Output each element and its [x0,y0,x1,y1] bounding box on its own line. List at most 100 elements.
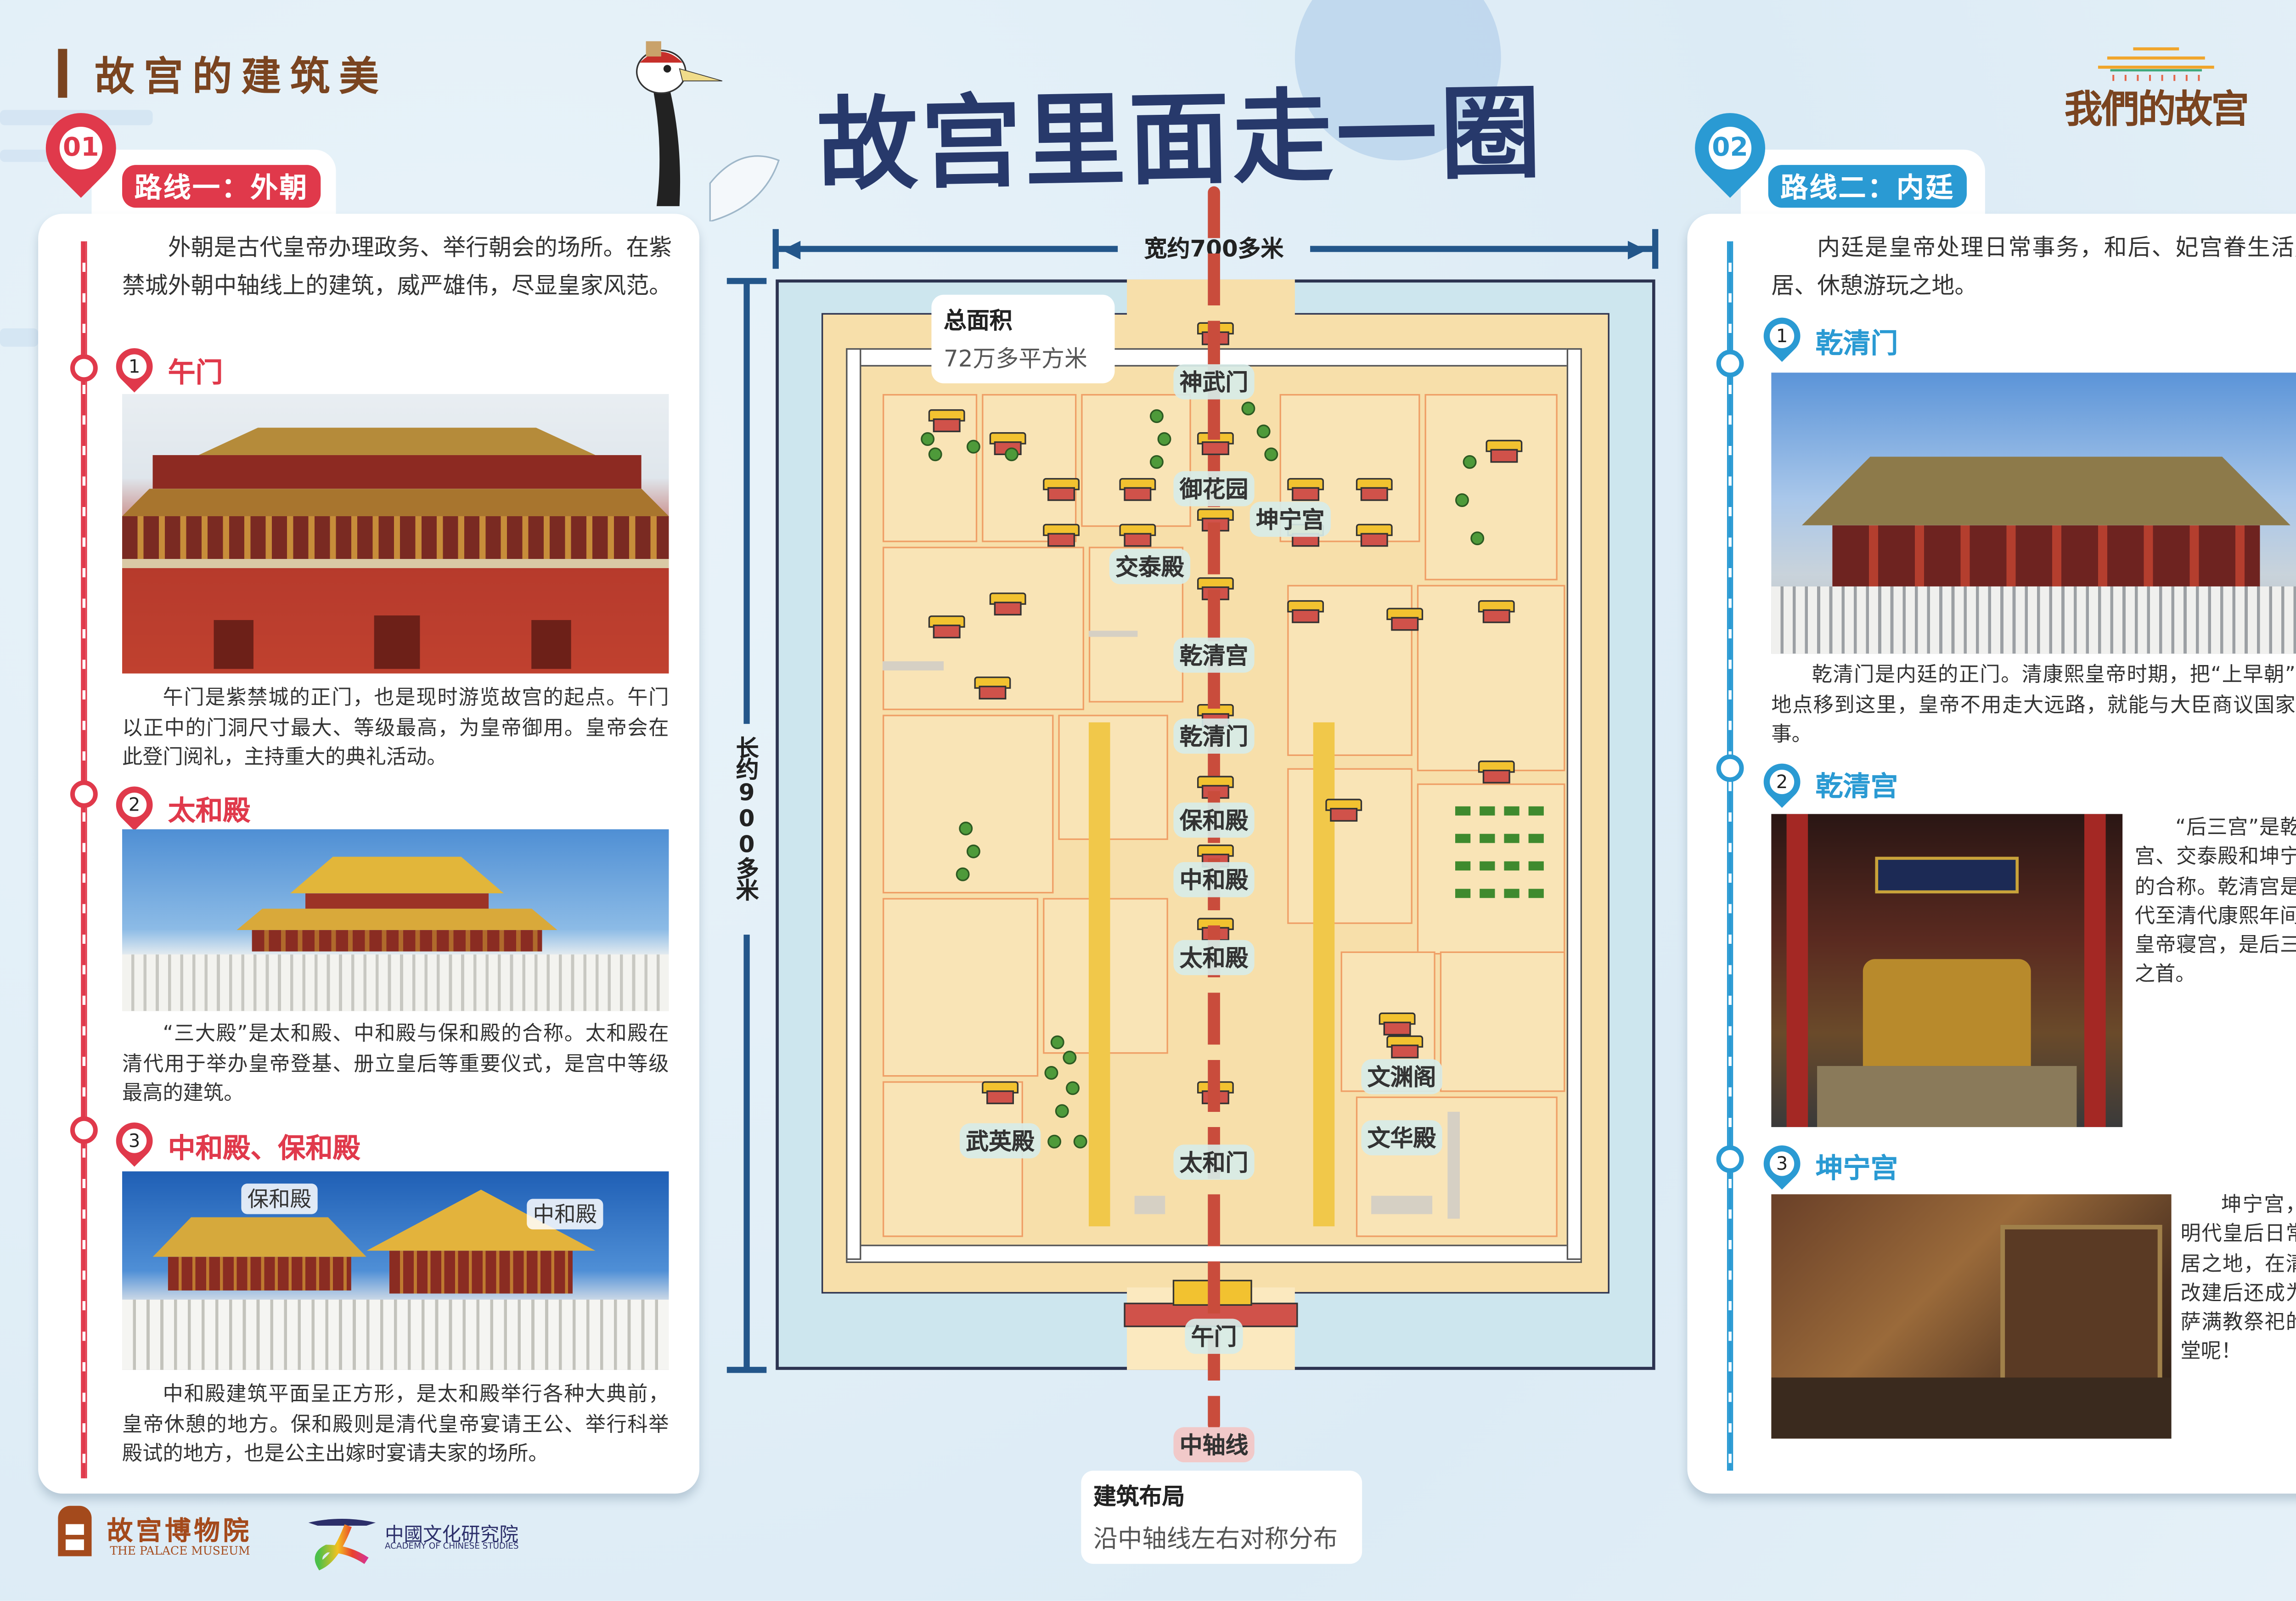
item-description: “三大殿”是太和殿、中和殿与保和殿的合称。太和殿在清代用于举办皇帝登基、册立皇后… [122,1023,669,1106]
palace-building-icon [1386,1035,1424,1059]
palace-building-icon [989,592,1026,616]
palace-museum-emblem-icon [58,1505,92,1556]
courtyard-block [1440,951,1565,1092]
map-label-wumen[interactable]: 午门 [1185,1319,1243,1354]
tree-icon [966,440,980,454]
width-arrow [1310,246,1654,252]
arrow-end [772,229,779,269]
east-wall [1566,348,1582,1260]
palace-building-icon [1325,799,1362,822]
layout-callout: 建筑布局 沿中轴线左右对称分布 [1081,1471,1362,1564]
map-label-wenhuadian[interactable]: 文华殿 [1361,1120,1442,1156]
west-wall [846,348,861,1260]
courtyard-block [883,1081,1023,1237]
arrow-end [726,1367,767,1373]
photo-taihedian [122,829,669,1011]
minor-building [883,661,944,671]
courtyard-block [883,715,1054,894]
route2-tab[interactable]: 路线二：内廷 [1768,165,1967,208]
map-label-central-axis[interactable]: 中轴线 [1173,1427,1255,1462]
section-title: 故宫的建筑美 [58,46,388,101]
arrow-end [1652,229,1659,269]
garden-plot [1528,806,1544,816]
plaque [1875,857,2019,894]
map-label-zhonghedian[interactable]: 中和殿 [1173,862,1255,897]
tree-icon [1050,1035,1064,1049]
garden-plot [1528,861,1544,871]
map-label-wuyingdian[interactable]: 武英殿 [959,1123,1041,1159]
item-description: 中和殿建筑平面呈正方形，是太和殿举行各种大典前，皇帝休憩的地方。保和殿则是清代皇… [122,1383,669,1466]
arrow-right-icon: ▶ [1627,233,1647,263]
timeline-node [70,780,98,808]
garden-plot [1480,889,1495,898]
garden-plot [1455,834,1471,843]
tree-icon [1264,447,1278,462]
route1-tab[interactable]: 路线一：外朝 [122,165,321,208]
minor-building [1134,1195,1165,1214]
item-title-wumen: 午门 [168,357,223,389]
tree-icon [1455,493,1469,507]
map-label-kunninggong[interactable]: 坤宁宫 [1249,502,1331,537]
palace-building-icon [928,409,965,433]
item-title-kunninggong: 坤宁宫 [1815,1153,1898,1185]
photo-qianqinggong-interior [1771,814,2123,1127]
garden-plot [1504,806,1519,816]
item-description: 乾清门是内廷的正门。清康熙皇帝时期，把“上早朝”的地点移到这里，皇帝不用走大远路… [1771,664,2296,747]
garden-plot [1455,861,1471,871]
map-label-jiaotaidian[interactable]: 交泰殿 [1109,549,1191,584]
decor-brush [0,328,39,347]
tree-icon [1241,401,1255,416]
palace-building-icon [1478,760,1515,784]
tree-icon [1055,1104,1069,1118]
courtyard-block [1081,394,1191,527]
map-label-qianqinggong[interactable]: 乾清宫 [1173,637,1255,673]
height-arrow [743,935,750,1370]
tree-icon [1066,1081,1080,1095]
garden-plot [1504,889,1519,898]
palace-building-icon [1486,440,1523,463]
academy-logo: 中國文化研究院 ACADEMY OF CHINESE STUDIES [305,1512,550,1573]
map-label-qianqingmen[interactable]: 乾清门 [1173,718,1255,754]
palace-building-icon [1386,608,1424,631]
photo-zhonghe-baohe: 保和殿 中和殿 [122,1171,669,1370]
palace-building-icon [989,432,1026,455]
garden-plot [1455,889,1471,898]
courtyard-block [1058,715,1168,840]
route2-timeline [1727,241,1733,1471]
map-label-shenwumen[interactable]: 神武门 [1173,364,1255,400]
east-corridor [1313,722,1335,1227]
minor-building [1447,1111,1460,1219]
item-title-zhonghe-baohe: 中和殿、保和殿 [168,1133,360,1166]
garden-plot [1528,889,1544,898]
timeline-node [70,1116,98,1144]
palace-building-icon [1287,600,1324,623]
timeline-node [1716,754,1744,782]
palace-roof-icon [2098,47,2214,81]
map-label-taihemen[interactable]: 太和门 [1173,1144,1255,1180]
map-label-taihedian[interactable]: 太和殿 [1173,940,1255,975]
palace-building-icon [974,676,1011,699]
item-description: “后三宫”是乾清宫、交泰殿和坤宁宫的合称。乾清宫是明代至清代康熙年间的皇帝寝宫，… [2134,817,2296,987]
palace-building-icon [1356,478,1393,501]
palace-building-icon [1119,524,1156,547]
timeline-node [1716,1145,1744,1173]
item-title-qianqingmen: 乾清门 [1815,328,1898,361]
timeline-node [70,354,98,382]
map-label-wenyuange[interactable]: 文渊阁 [1361,1059,1442,1094]
crane-mascot-icon [619,38,787,223]
garden-plot [1480,861,1495,871]
tree-icon [1073,1134,1087,1149]
map-label-yuhuayuan[interactable]: 御花园 [1173,471,1255,507]
map-label-baohedian[interactable]: 保和殿 [1173,802,1255,838]
garden-plot [1455,806,1471,816]
palace-building-icon [1287,478,1324,501]
item-description: 午门是紫禁城的正门，也是现时游览故宫的起点。午门以正中的门洞尺寸最大、等级最高，… [122,687,669,770]
west-corridor [1088,722,1110,1227]
tree-icon [921,432,935,446]
garden-plot [1504,834,1519,843]
item-title-qianqinggong: 乾清宫 [1815,771,1898,804]
academy-emblem-icon [308,1519,376,1571]
tree-icon [1149,409,1164,423]
decor-moon [1294,0,1501,161]
